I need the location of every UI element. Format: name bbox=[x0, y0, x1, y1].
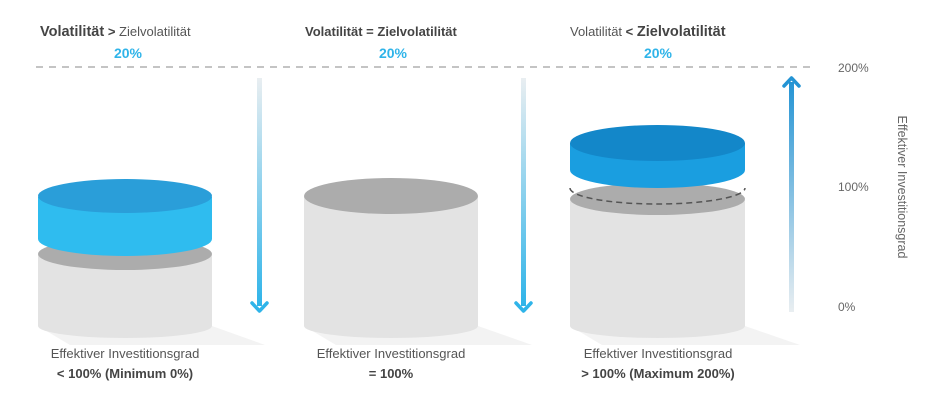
cylinder-3 bbox=[569, 125, 800, 345]
header-2-operator: = bbox=[366, 24, 374, 39]
arrow-up-axis bbox=[782, 76, 801, 312]
header-1-operator: > bbox=[107, 24, 116, 39]
header-1: Volatilität > Zielvolatilität bbox=[40, 24, 191, 40]
arrow-down-2 bbox=[514, 78, 533, 313]
caption-2-line2: = 100% bbox=[368, 366, 414, 381]
caption-1-line1: Effektiver Investitionsgrad bbox=[50, 346, 200, 361]
arrow-down-1 bbox=[250, 78, 269, 313]
header-3-left: Volatilität bbox=[570, 24, 623, 39]
header-3-value: 20% bbox=[643, 45, 673, 61]
header-2-value: 20% bbox=[378, 45, 408, 61]
caption-2-line1: Effektiver Investitionsgrad bbox=[316, 346, 466, 361]
cylinder-2 bbox=[304, 178, 532, 345]
header-3-operator: < bbox=[625, 24, 634, 39]
header-2-right: Zielvolatilität bbox=[377, 24, 457, 39]
cylinder-1 bbox=[38, 179, 265, 345]
caption-1-line2: < 100% (Minimum 0%) bbox=[56, 366, 194, 381]
axis-tick-100: 100% bbox=[838, 180, 869, 194]
axis-title-text: Effektiver Investitionsgrad bbox=[895, 115, 909, 259]
header-1-right: Zielvolatilität bbox=[119, 24, 191, 39]
axis-tick-0: 0% bbox=[838, 300, 856, 314]
caption-3: Effektiver Investitionsgrad > 100% (Maxi… bbox=[558, 344, 758, 384]
caption-3-line2: > 100% (Maximum 200%) bbox=[581, 366, 735, 381]
axis-tick-200: 200% bbox=[838, 61, 869, 75]
header-3-right: Zielvolatilität bbox=[636, 24, 726, 40]
header-2: Volatilität = Zielvolatilität bbox=[305, 24, 457, 39]
header-1-value: 20% bbox=[113, 45, 143, 61]
caption-3-line1: Effektiver Investitionsgrad bbox=[583, 346, 733, 361]
header-2-left: Volatilität bbox=[305, 24, 363, 39]
header-3: Volatilität < Zielvolatilität bbox=[570, 24, 726, 40]
caption-1: Effektiver Investitionsgrad < 100% (Mini… bbox=[25, 344, 225, 384]
header-1-left: Volatilität bbox=[40, 24, 105, 40]
caption-2: Effektiver Investitionsgrad = 100% bbox=[291, 344, 491, 384]
